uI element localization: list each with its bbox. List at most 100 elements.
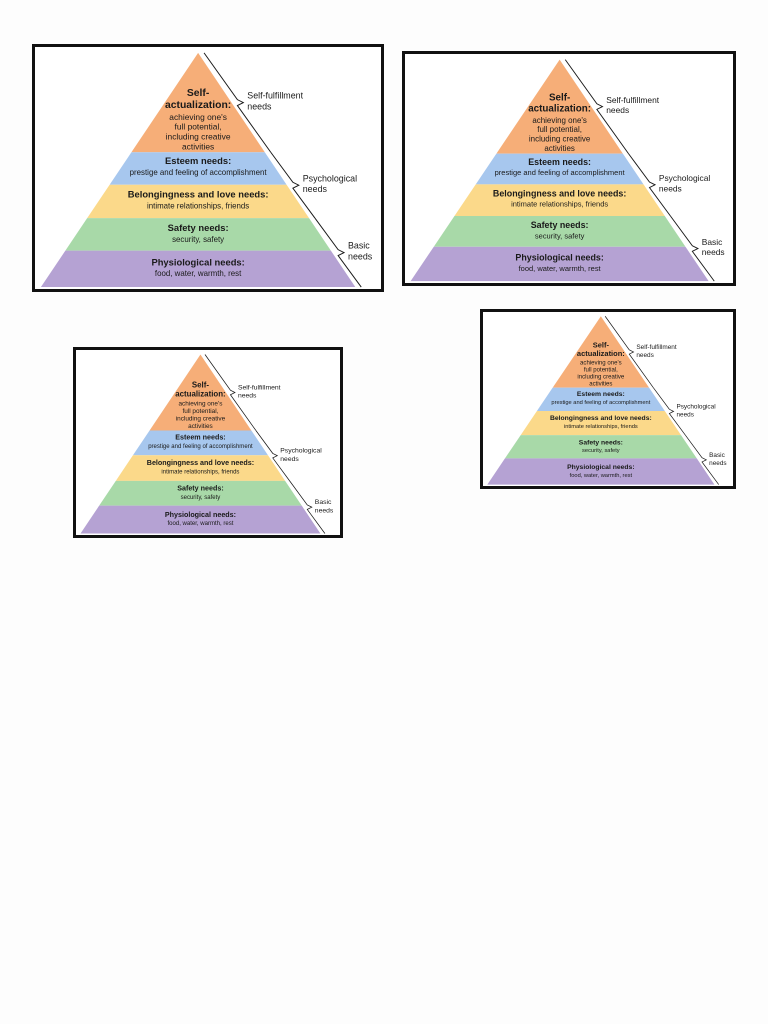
pyramid-level-self <box>149 354 252 431</box>
group-brace <box>270 151 316 219</box>
level-description-self: full potential, <box>537 125 582 134</box>
group-label: Basic <box>315 499 332 506</box>
pyramid-level-belonging <box>520 411 682 436</box>
level-title-safety: Safety needs: <box>579 439 623 446</box>
group-brace <box>670 215 715 282</box>
group-brace <box>564 59 629 154</box>
group-label: Psychological <box>280 448 322 455</box>
level-title-self: actualization: <box>165 100 231 111</box>
level-description-belonging: intimate relationships, friends <box>161 469 239 475</box>
group-label: Self-fulfillment <box>247 91 303 101</box>
level-title-belonging: Belongingness and love needs: <box>550 415 652 422</box>
level-description-esteem: prestige and feeling of accomplishment <box>495 168 626 177</box>
level-description-self: achieving one's <box>532 116 587 125</box>
group-label: needs <box>280 456 299 463</box>
pyramid-level-physiological <box>410 246 709 282</box>
group-label: Psychological <box>659 173 711 183</box>
level-description-self: achieving one's <box>178 401 222 408</box>
level-title-belonging: Belongingness and love needs: <box>128 190 269 200</box>
group-brace <box>685 434 720 485</box>
level-title-self: Self- <box>593 340 610 349</box>
level-title-esteem: Esteem needs: <box>577 391 625 398</box>
level-description-physiological: food, water, warmth, rest <box>570 473 633 479</box>
pyramid-level-belonging <box>454 184 665 216</box>
group-label: Basic <box>709 452 725 459</box>
level-description-physiological: food, water, warmth, rest <box>155 269 242 278</box>
level-description-self: including creative <box>176 416 226 423</box>
pyramid-level-physiological <box>487 458 715 485</box>
level-title-self: actualization: <box>577 349 625 358</box>
level-title-safety: Safety needs: <box>168 223 229 233</box>
pyramid-level-esteem <box>475 153 644 185</box>
group-label: needs <box>702 247 725 257</box>
level-title-physiological: Physiological needs: <box>165 511 236 519</box>
pyramid-level-self <box>131 52 265 153</box>
level-description-self: achieving one's <box>580 360 622 366</box>
group-brace <box>204 354 257 431</box>
group-label: needs <box>303 184 328 194</box>
pyramid-level-physiological <box>80 505 321 534</box>
level-description-physiological: food, water, warmth, rest <box>167 521 233 527</box>
group-brace <box>289 480 326 534</box>
pyramid-level-safety <box>99 480 302 506</box>
level-description-self: achieving one's <box>169 112 227 122</box>
level-title-belonging: Belongingness and love needs: <box>147 459 254 467</box>
level-title-safety: Safety needs: <box>531 220 589 230</box>
group-label: needs <box>348 252 373 262</box>
level-title-esteem: Esteem needs: <box>175 434 225 442</box>
level-description-self: full potential, <box>584 367 618 373</box>
level-description-self: including creative <box>577 375 624 381</box>
level-description-belonging: intimate relationships, friends <box>511 200 608 209</box>
level-title-physiological: Physiological needs: <box>515 253 603 263</box>
level-title-safety: Safety needs: <box>177 485 224 493</box>
level-title-self: actualization: <box>175 390 225 399</box>
group-label: Self-fulfillment <box>606 95 660 105</box>
pyramid-level-safety <box>433 215 686 247</box>
group-brace <box>314 217 362 288</box>
pyramid-level-belonging <box>87 184 310 219</box>
group-label: needs <box>636 352 653 359</box>
group-label: needs <box>238 393 257 400</box>
group-label: needs <box>659 183 682 193</box>
pyramid-level-safety <box>65 218 331 251</box>
group-label: Basic <box>348 241 370 251</box>
pyramid-level-safety <box>504 435 697 459</box>
level-description-self: full potential, <box>182 408 218 415</box>
pyramid-level-self <box>552 316 650 388</box>
level-description-esteem: prestige and feeling of accomplishment <box>551 400 650 406</box>
group-brace <box>203 52 272 153</box>
level-title-physiological: Physiological needs: <box>567 464 634 471</box>
level-description-safety: security, safety <box>181 495 221 501</box>
level-description-self: full potential, <box>175 122 222 132</box>
level-title-self: Self- <box>187 88 210 99</box>
level-title-self: Self- <box>192 381 209 390</box>
pyramid-level-esteem <box>536 387 665 412</box>
group-label: needs <box>676 411 693 418</box>
group-brace <box>255 430 290 482</box>
group-label: needs <box>315 507 334 514</box>
pyramid-level-esteem <box>132 430 268 456</box>
level-description-self: activities <box>182 141 214 151</box>
group-label: Psychological <box>676 404 715 411</box>
group-label: Psychological <box>303 173 357 183</box>
group-brace <box>653 387 686 436</box>
pyramid-level-self <box>496 59 623 154</box>
level-description-esteem: prestige and feeling of accomplishment <box>148 444 253 450</box>
level-description-self: including creative <box>529 135 591 144</box>
level-description-safety: security, safety <box>535 231 585 240</box>
level-title-esteem: Esteem needs: <box>165 156 231 166</box>
level-description-physiological: food, water, warmth, rest <box>519 264 602 273</box>
level-description-self: activities <box>544 144 575 153</box>
pyramid-level-belonging <box>115 455 286 481</box>
group-brace <box>604 316 654 388</box>
level-description-belonging: intimate relationships, friends <box>564 424 638 430</box>
level-description-self: activities <box>188 423 213 430</box>
group-label: Self-fulfillment <box>238 384 281 391</box>
